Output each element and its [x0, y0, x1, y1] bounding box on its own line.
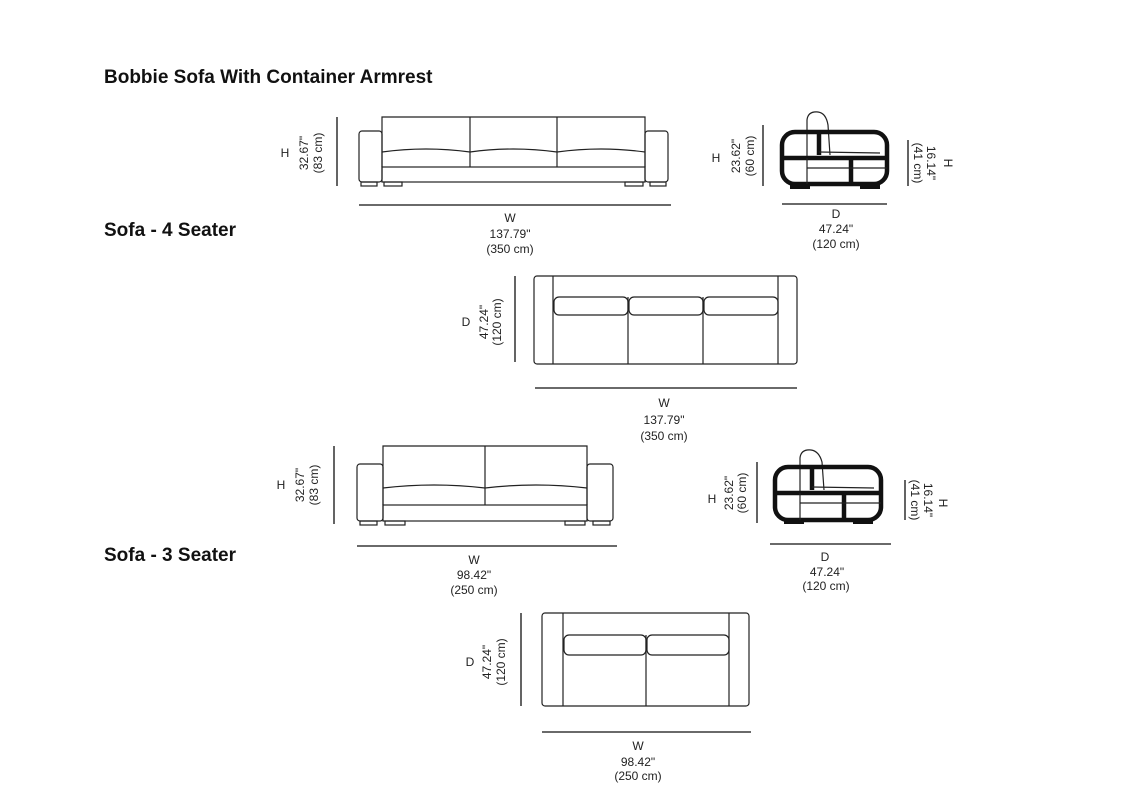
front-view-4-seater — [358, 116, 669, 187]
seat-height-letter: H — [941, 159, 955, 168]
top-view-4-seater — [533, 275, 798, 365]
height-letter: H — [712, 151, 721, 165]
depth-letter: D — [462, 315, 471, 329]
height-letter: H — [281, 146, 290, 160]
seat-height-inches: 16.14" — [924, 146, 938, 180]
page-title: Bobbie Sofa With Container Armrest — [104, 67, 433, 88]
height-inches: 23.62" — [729, 139, 743, 173]
width-inches: 137.79" — [644, 413, 685, 427]
height-cm: (83 cm) — [311, 133, 325, 174]
height-inches: 23.62" — [722, 476, 736, 510]
front-view-3-seater — [356, 445, 614, 526]
side-view-3-seater — [772, 449, 884, 524]
depth-letter: D — [466, 655, 475, 669]
section-heading-4-seater: Sofa - 4 Seater — [104, 220, 237, 241]
depth-inches: 47.24" — [477, 305, 491, 339]
depth-letter: D — [821, 550, 830, 564]
seat-height-cm: (41 cm) — [908, 480, 922, 521]
height-inches: 32.67" — [297, 136, 311, 170]
width-cm: (250 cm) — [614, 769, 661, 783]
depth-cm: (120 cm) — [494, 638, 508, 685]
width-cm: (350 cm) — [640, 429, 687, 443]
depth-cm: (120 cm) — [802, 579, 849, 593]
width-letter: W — [504, 211, 516, 225]
height-cm: (60 cm) — [735, 473, 749, 514]
side-view-4-seater — [779, 111, 890, 189]
height-inches: 32.67" — [293, 468, 307, 502]
width-letter: W — [632, 739, 644, 753]
height-cm: (60 cm) — [743, 136, 757, 177]
top-view-3-seater — [541, 612, 750, 707]
height-letter: H — [277, 478, 286, 492]
depth-cm: (120 cm) — [490, 298, 504, 345]
width-inches: 98.42" — [457, 568, 491, 582]
width-cm: (250 cm) — [450, 583, 497, 597]
depth-cm: (120 cm) — [812, 237, 859, 251]
width-inches: 98.42" — [621, 755, 655, 769]
height-cm: (83 cm) — [307, 465, 321, 506]
width-inches: 137.79" — [490, 227, 531, 241]
width-cm: (350 cm) — [486, 242, 533, 256]
height-letter: H — [708, 492, 717, 506]
seat-height-cm: (41 cm) — [911, 143, 925, 184]
depth-inches: 47.24" — [819, 222, 853, 236]
width-letter: W — [468, 553, 480, 567]
section-heading-3-seater: Sofa - 3 Seater — [104, 545, 237, 566]
seat-height-inches: 16.14" — [921, 483, 935, 517]
depth-letter: D — [832, 207, 841, 221]
depth-inches: 47.24" — [810, 565, 844, 579]
width-letter: W — [658, 396, 670, 410]
seat-height-letter: H — [936, 499, 950, 508]
depth-inches: 47.24" — [480, 645, 494, 679]
